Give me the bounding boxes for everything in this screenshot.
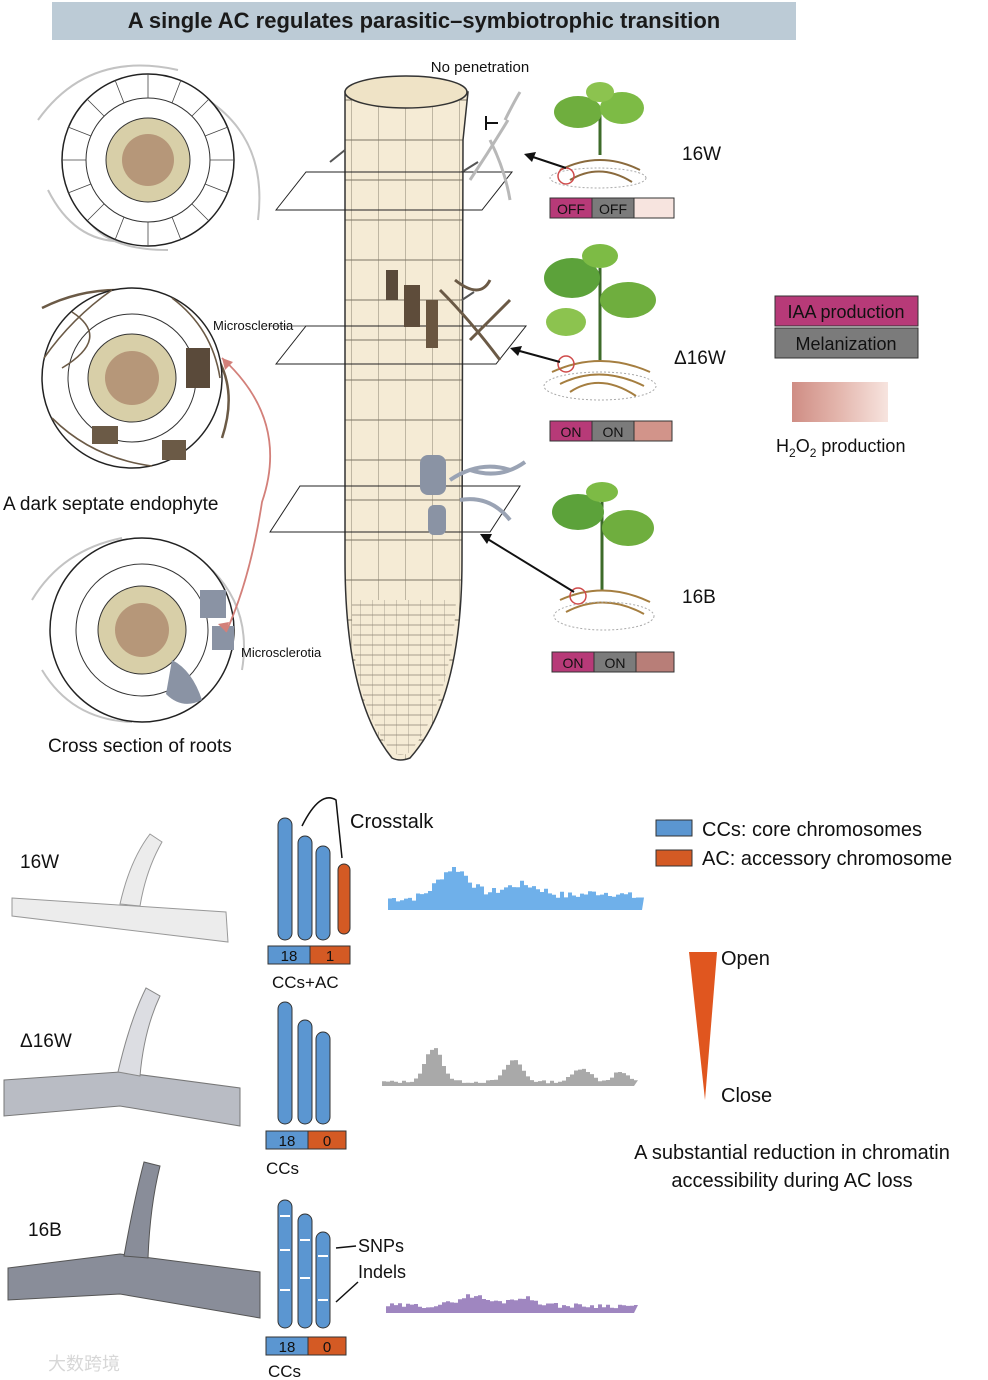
- mel-status-16B: ON: [605, 655, 626, 671]
- arrow-16W: [529, 155, 567, 169]
- reduction-text-2: accessibility during AC loss: [671, 1170, 912, 1192]
- plant-16B: [552, 482, 655, 631]
- strain-label-16B: 16B: [682, 587, 716, 608]
- bottom-label-16B: 16B: [28, 1220, 62, 1241]
- reduction-text-1: A substantial reduction in chromatin: [634, 1142, 950, 1164]
- iaa-status-d16W: ON: [561, 424, 582, 440]
- iaa-status-16B: ON: [563, 655, 584, 671]
- chromosomes-16B: 18 0: [265, 1199, 347, 1356]
- hyphae-gray: [468, 91, 522, 201]
- legend-melanization: Melanization: [795, 334, 896, 354]
- legend-ac-swatch: [655, 849, 693, 867]
- hyphae-dark: [386, 270, 512, 361]
- legend-h2o2: H2O2 production: [776, 436, 905, 460]
- legend-cc-swatch: [655, 819, 693, 837]
- legend-iaa: IAA production: [787, 302, 904, 322]
- ac-count-16W: 1: [326, 948, 334, 965]
- snps-label: SNPs: [358, 1236, 404, 1256]
- legend-h2o2-swatch: [792, 382, 888, 422]
- chromosomes-d16W: 18 0: [265, 1001, 347, 1150]
- hypha-16W: [11, 833, 229, 943]
- iaa-status-16W: OFF: [557, 201, 585, 217]
- cross-section-d16W: [41, 287, 230, 469]
- mel-status-16W: OFF: [599, 201, 627, 217]
- watermark: 大数跨境: [48, 1354, 120, 1374]
- legend-cc: CCs: core chromosomes: [702, 819, 922, 841]
- karyotype-label-16B: CCs: [268, 1362, 301, 1380]
- karyotype-label-d16W: CCs: [266, 1159, 299, 1178]
- hyphae-blue-gray: [420, 455, 527, 535]
- crosstalk-label: Crosstalk: [350, 811, 434, 833]
- plant-d16W: [543, 244, 657, 401]
- status-bar-d16W: ON ON: [549, 420, 673, 442]
- crosstalk-arrow: [301, 797, 343, 859]
- inhibition-mark: [485, 116, 498, 130]
- arrow-16B: [485, 537, 575, 593]
- hypha-16B: [7, 1161, 261, 1319]
- cross-section-16W: [37, 64, 261, 251]
- figure-title: A single AC regulates parasitic–symbiotr…: [128, 8, 721, 33]
- no-penetration-label: No penetration: [431, 59, 529, 76]
- status-bar-16B: ON ON: [551, 651, 675, 673]
- atac-profile-16W: [388, 867, 644, 910]
- chromosomes-16W: 18 1: [267, 817, 351, 965]
- transition-arrow: [221, 357, 272, 633]
- cross-section-16B: [31, 537, 245, 723]
- atac-profile-16B: [386, 1294, 638, 1313]
- dse-label: A dark septate endophyte: [3, 494, 219, 515]
- title-banner: [52, 2, 796, 40]
- close-label: Close: [721, 1085, 772, 1107]
- variant-arrows: [335, 1245, 359, 1303]
- ac-count-d16W: 0: [323, 1133, 331, 1150]
- status-bar-16W: OFF OFF: [549, 197, 675, 219]
- open-label: Open: [721, 948, 770, 970]
- indels-label: Indels: [358, 1262, 406, 1282]
- bottom-label-d16W: Δ16W: [20, 1031, 72, 1052]
- legend-phenotype: IAA production Melanization H2O2 product…: [774, 295, 919, 460]
- accessibility-wedge: [689, 952, 717, 1100]
- strain-label-d16W: Δ16W: [674, 348, 726, 369]
- ac-count-16B: 0: [323, 1339, 331, 1356]
- cross-section-label: Cross section of roots: [48, 736, 232, 757]
- cc-count-d16W: 18: [279, 1133, 296, 1150]
- mel-status-d16W: ON: [603, 424, 624, 440]
- plant-16W: [549, 82, 647, 189]
- legend-ac: AC: accessory chromosome: [702, 848, 952, 870]
- bottom-label-16W: 16W: [20, 852, 59, 873]
- arrow-d16W: [515, 349, 561, 363]
- root-longitudinal: [269, 75, 528, 761]
- karyotype-label-16W: CCs+AC: [272, 973, 339, 992]
- hypha-d16W: [3, 987, 241, 1127]
- atac-profile-d16W: [382, 1048, 638, 1086]
- microsclerotia-label-top: Microsclerotia: [213, 318, 294, 333]
- cc-count-16W: 18: [281, 948, 298, 965]
- cc-count-16B: 18: [279, 1339, 296, 1356]
- microsclerotia-label-bottom: Microsclerotia: [241, 645, 322, 660]
- strain-label-16W: 16W: [682, 144, 721, 165]
